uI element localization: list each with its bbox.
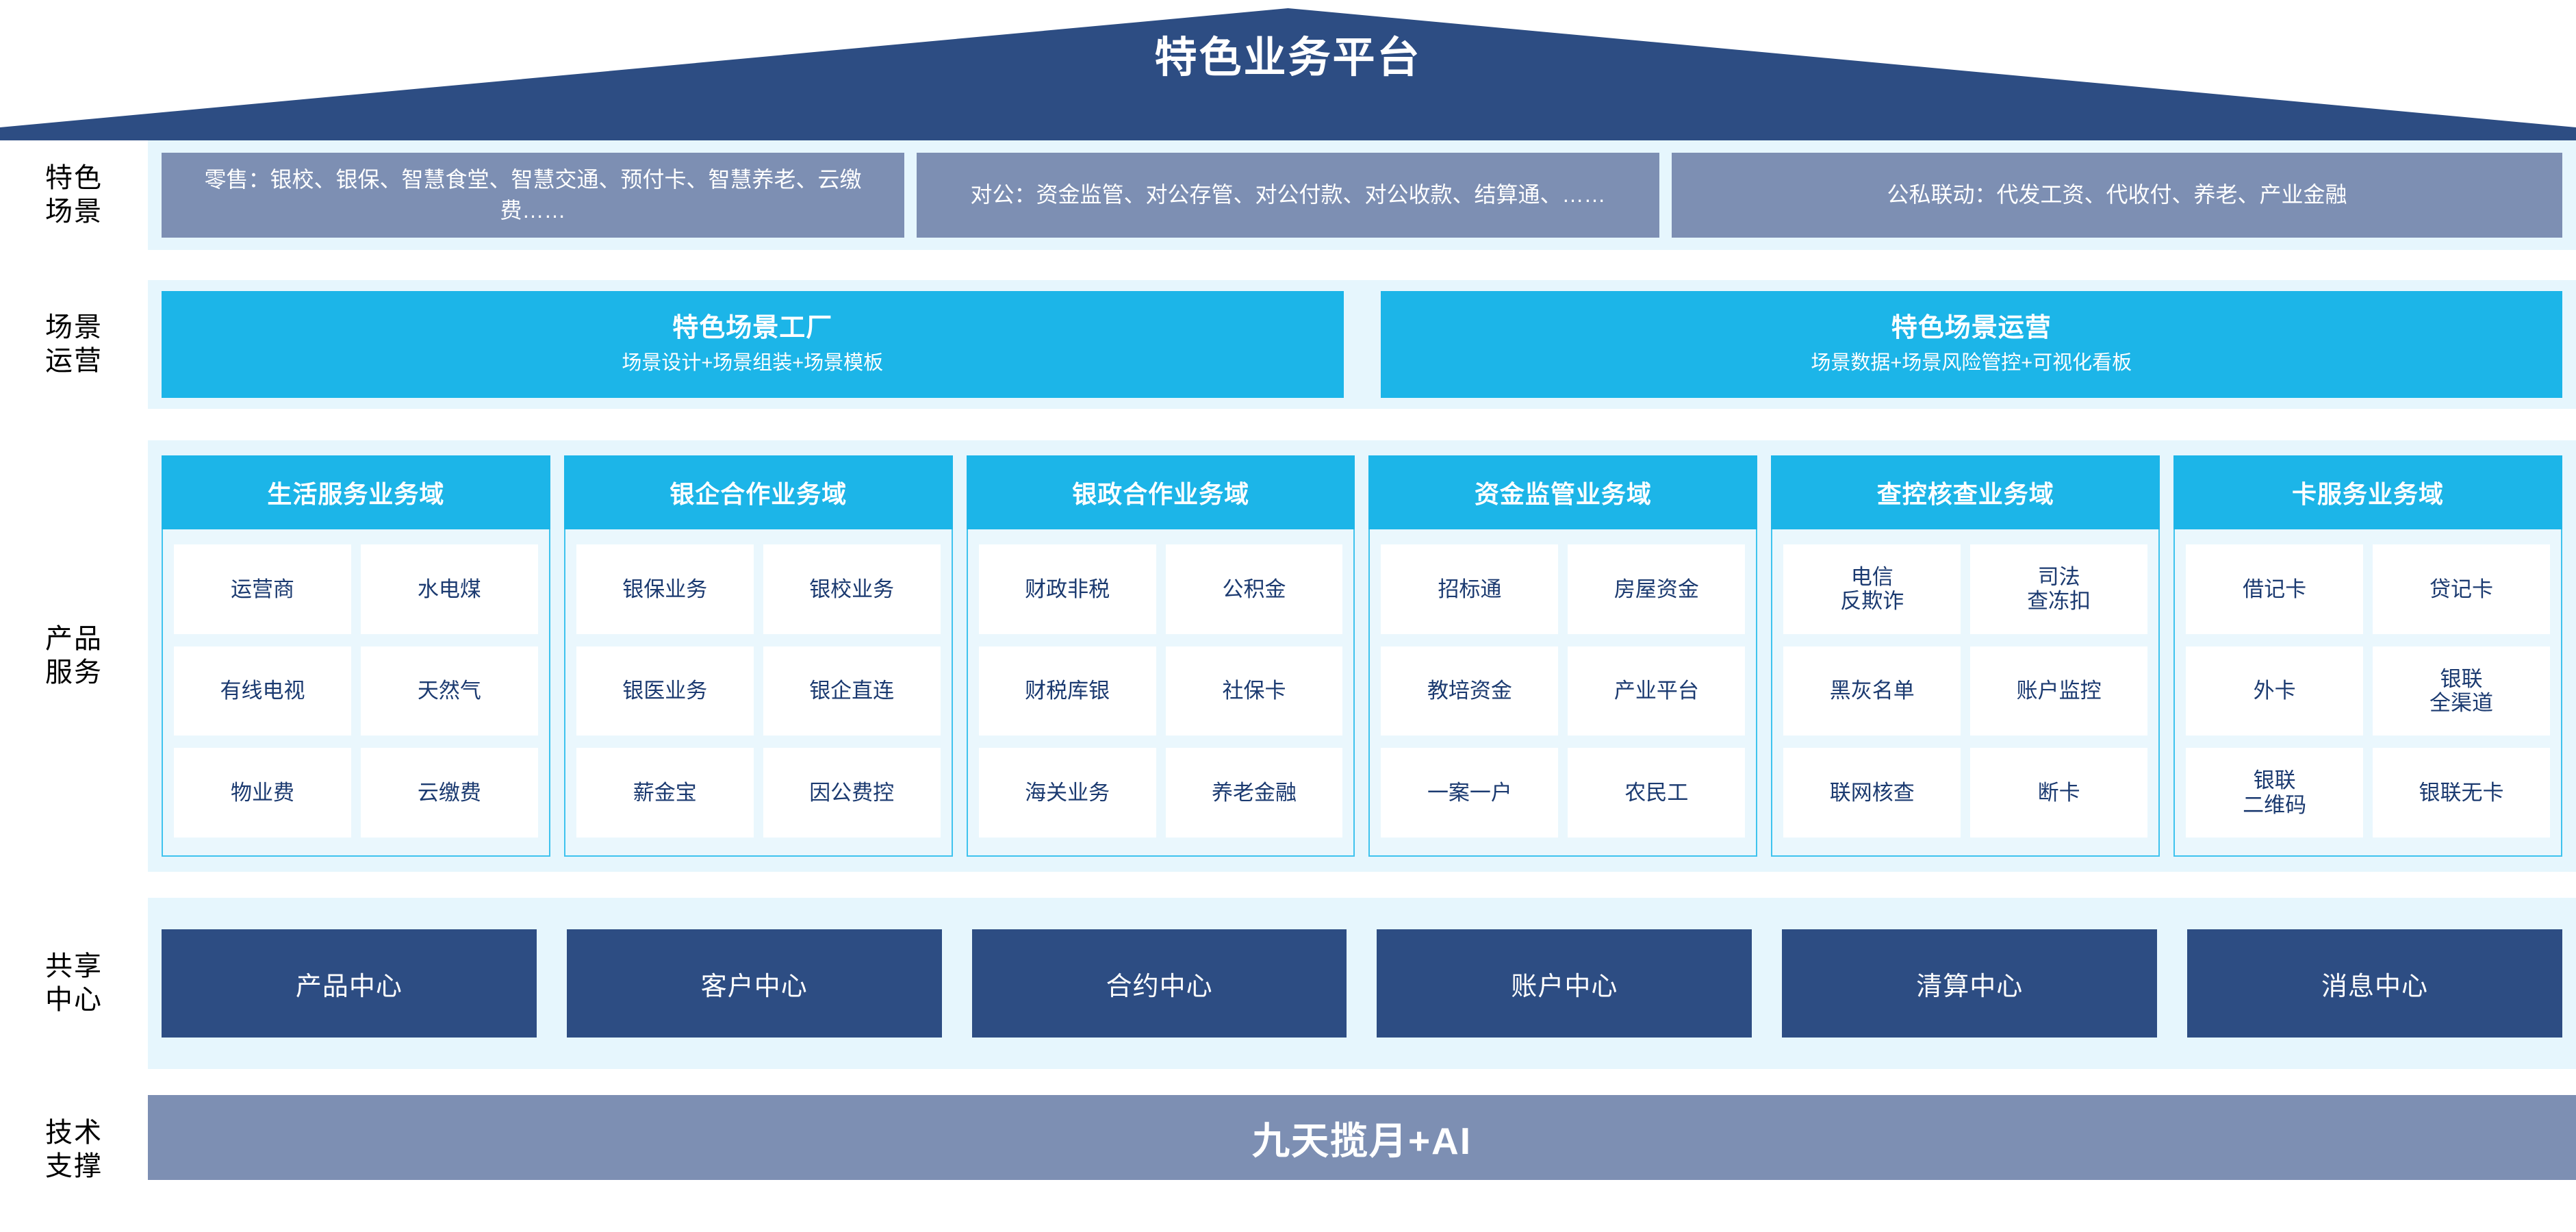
section-technology-support: 技术 支撑 九天揽月+AI (0, 1095, 2576, 1205)
domain-cell[interactable]: 农民工 (1568, 748, 1746, 838)
op-box-scene-factory-subtitle: 场景设计+场景组装+场景模板 (622, 351, 884, 374)
domain-cell[interactable]: 电信 反欺诈 (1783, 544, 1961, 634)
domain-card-life-services: 生活服务业务域 运营商 水电煤 有线电视 天然气 物业费 云缴费 (162, 455, 550, 857)
op-box-scene-operation[interactable]: 特色场景运营 场景数据+场景风险管控+可视化看板 (1380, 291, 2562, 398)
domain-cell[interactable]: 银医业务 (576, 646, 754, 736)
row-label-technology-support: 技术 支撑 (45, 1118, 103, 1181)
domain-card-life-services-grid: 运营商 水电煤 有线电视 天然气 物业费 云缴费 (162, 529, 550, 857)
domain-card-life-services-title: 生活服务业务域 (162, 455, 550, 529)
domain-card-investigation-control: 查控核查业务域 电信 反欺诈 司法 查冻扣 黑灰名单 账户监控 联网核查 断卡 (1771, 455, 2160, 857)
domain-cell[interactable]: 银联 全渠道 (2373, 646, 2550, 736)
domain-card-card-services-title: 卡服务业务域 (2173, 455, 2562, 529)
domain-cell[interactable]: 因公费控 (763, 748, 941, 838)
domain-cell[interactable]: 银联 二维码 (2186, 748, 2364, 838)
domain-cell[interactable]: 招标通 (1381, 544, 1559, 634)
domain-card-bank-government: 银政合作业务域 财政非税 公积金 财税库银 社保卡 海关业务 养老金融 (966, 455, 1355, 857)
op-box-scene-operation-title: 特色场景运营 (1891, 314, 2052, 343)
scenario-box-public-private-linkage[interactable]: 公私联动：代发工资、代收付、养老、产业金融 (1672, 153, 2562, 238)
domain-cell[interactable]: 海关业务 (978, 748, 1156, 838)
domain-cell[interactable]: 房屋资金 (1568, 544, 1746, 634)
center-box-clearing[interactable]: 清算中心 (1782, 929, 2158, 1038)
section-shared-centers: 共享 中心 产品中心 客户中心 合约中心 账户中心 清算中心 消息中心 (0, 898, 2576, 1069)
domain-cell[interactable]: 教培资金 (1381, 646, 1559, 736)
row-label-featured-scenarios: 特色 场景 (45, 163, 103, 227)
row-label-product-services: 产品 服务 (45, 624, 103, 688)
domain-cell[interactable]: 公积金 (1165, 544, 1343, 634)
domain-cell[interactable]: 社保卡 (1165, 646, 1343, 736)
domain-cell[interactable]: 物业费 (174, 748, 351, 838)
product-services-panel: 生活服务业务域 运营商 水电煤 有线电视 天然气 物业费 云缴费 银企合作业务域… (148, 440, 2576, 872)
section-featured-scenarios: 特色 场景 零售：银校、银保、智慧食堂、智慧交通、预付卡、智慧养老、云缴费…… … (0, 140, 2576, 250)
domain-cell[interactable]: 财税库银 (978, 646, 1156, 736)
domain-cell[interactable]: 产业平台 (1568, 646, 1746, 736)
center-box-account[interactable]: 账户中心 (1377, 929, 1752, 1038)
domain-card-bank-government-grid: 财政非税 公积金 财税库银 社保卡 海关业务 养老金融 (966, 529, 1355, 857)
domain-card-card-services: 卡服务业务域 借记卡 贷记卡 外卡 银联 全渠道 银联 二维码 银联无卡 (2173, 455, 2562, 857)
section-product-services: 产品 服务 生活服务业务域 运营商 水电煤 有线电视 天然气 物业费 云缴费 银… (0, 440, 2576, 872)
domain-cell[interactable]: 外卡 (2186, 646, 2364, 736)
scenario-box-corporate[interactable]: 对公：资金监管、对公存管、对公付款、对公收款、结算通、…… (917, 153, 1659, 238)
domain-cell[interactable]: 养老金融 (1165, 748, 1343, 838)
row-label-shared-centers: 共享 中心 (45, 951, 103, 1015)
featured-scenarios-panel: 零售：银校、银保、智慧食堂、智慧交通、预付卡、智慧养老、云缴费…… 对公：资金监… (148, 140, 2576, 250)
domain-cell[interactable]: 司法 查冻扣 (1970, 544, 2148, 634)
domain-cell[interactable]: 联网核查 (1783, 748, 1961, 838)
domain-cell[interactable]: 断卡 (1970, 748, 2148, 838)
domain-cell[interactable]: 银联无卡 (2373, 748, 2550, 838)
domain-card-card-services-grid: 借记卡 贷记卡 外卡 银联 全渠道 银联 二维码 银联无卡 (2173, 529, 2562, 857)
domain-cell[interactable]: 借记卡 (2186, 544, 2364, 634)
technology-support-bar[interactable]: 九天揽月+AI (148, 1095, 2576, 1180)
domain-card-bank-government-title: 银政合作业务域 (966, 455, 1355, 529)
domain-cell[interactable]: 有线电视 (174, 646, 351, 736)
platform-roof-banner: 特色业务平台 (0, 0, 2576, 140)
page-title: 特色业务平台 (1154, 34, 1422, 81)
domain-card-bank-enterprise-title: 银企合作业务域 (563, 455, 953, 529)
op-box-scene-factory[interactable]: 特色场景工厂 场景设计+场景组装+场景模板 (162, 291, 1344, 398)
domain-cell[interactable]: 运营商 (174, 544, 351, 634)
domain-cell[interactable]: 银保业务 (576, 544, 754, 634)
roof-triangle-shape (0, 8, 2576, 140)
scenario-box-retail[interactable]: 零售：银校、银保、智慧食堂、智慧交通、预付卡、智慧养老、云缴费…… (162, 153, 904, 238)
domain-card-fund-supervision: 资金监管业务域 招标通 房屋资金 教培资金 产业平台 一案一户 农民工 (1368, 455, 1758, 857)
domain-cell[interactable]: 银校业务 (763, 544, 941, 634)
op-box-scene-factory-title: 特色场景工厂 (672, 314, 833, 343)
section-scene-operations: 场景 运营 特色场景工厂 场景设计+场景组装+场景模板 特色场景运营 场景数据+… (0, 280, 2576, 409)
domain-card-bank-enterprise-grid: 银保业务 银校业务 银医业务 银企直连 薪金宝 因公费控 (563, 529, 953, 857)
row-label-scene-operations: 场景 运营 (45, 312, 103, 376)
domain-card-investigation-control-grid: 电信 反欺诈 司法 查冻扣 黑灰名单 账户监控 联网核查 断卡 (1771, 529, 2160, 857)
domain-cell[interactable]: 天然气 (360, 646, 538, 736)
domain-cell[interactable]: 黑灰名单 (1783, 646, 1961, 736)
domain-cell[interactable]: 薪金宝 (576, 748, 754, 838)
domain-cell[interactable]: 账户监控 (1970, 646, 2148, 736)
op-box-scene-operation-subtitle: 场景数据+场景风险管控+可视化看板 (1811, 351, 2132, 374)
domain-cell[interactable]: 银企直连 (763, 646, 941, 736)
center-box-customer[interactable]: 客户中心 (566, 929, 942, 1038)
domain-card-fund-supervision-title: 资金监管业务域 (1368, 455, 1758, 529)
center-box-message[interactable]: 消息中心 (2187, 929, 2562, 1038)
domain-card-fund-supervision-grid: 招标通 房屋资金 教培资金 产业平台 一案一户 农民工 (1368, 529, 1758, 857)
scene-operations-panel: 特色场景工厂 场景设计+场景组装+场景模板 特色场景运营 场景数据+场景风险管控… (148, 280, 2576, 409)
domain-card-investigation-control-title: 查控核查业务域 (1771, 455, 2160, 529)
domain-cell[interactable]: 一案一户 (1381, 748, 1559, 838)
domain-card-bank-enterprise: 银企合作业务域 银保业务 银校业务 银医业务 银企直连 薪金宝 因公费控 (563, 455, 953, 857)
domain-cell[interactable]: 水电煤 (360, 544, 538, 634)
shared-centers-panel: 产品中心 客户中心 合约中心 账户中心 清算中心 消息中心 (148, 898, 2576, 1069)
center-box-contract[interactable]: 合约中心 (971, 929, 1347, 1038)
domain-cell[interactable]: 云缴费 (360, 748, 538, 838)
domain-cell[interactable]: 贷记卡 (2373, 544, 2550, 634)
center-box-product[interactable]: 产品中心 (162, 929, 537, 1038)
domain-cell[interactable]: 财政非税 (978, 544, 1156, 634)
